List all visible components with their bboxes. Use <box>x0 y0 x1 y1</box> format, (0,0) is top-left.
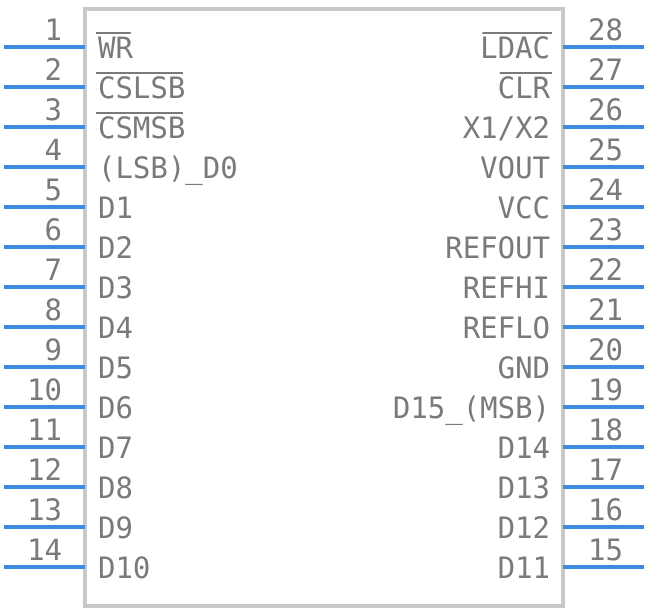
pin-label-19: D15_(MSB) <box>393 391 550 426</box>
pin-label-27: CLR <box>498 71 551 105</box>
pin-number-23: 23 <box>588 213 623 247</box>
pin-label-20: GND <box>498 351 550 385</box>
pin-number-1: 1 <box>45 13 62 47</box>
pin-number-10: 10 <box>27 373 62 407</box>
pin-number-7: 7 <box>45 253 62 287</box>
pin-label-15: D11 <box>498 551 550 585</box>
pin-number-9: 9 <box>45 333 62 367</box>
pin-number-3: 3 <box>45 93 62 127</box>
ic-body <box>83 7 565 608</box>
pin-label-26: X1/X2 <box>463 111 550 145</box>
pin-number-18: 18 <box>588 413 623 447</box>
pin-number-15: 15 <box>588 533 623 567</box>
pin-label-1: WR <box>98 31 133 65</box>
pin-number-21: 21 <box>588 293 623 327</box>
pin-label-13: D9 <box>98 511 133 545</box>
pin-number-26: 26 <box>588 93 623 127</box>
pin-label-9: D5 <box>98 351 133 385</box>
pin-number-5: 5 <box>45 173 62 207</box>
pin-label-5: D1 <box>98 191 133 225</box>
pin-label-14: D10 <box>98 551 150 585</box>
pin-label-8: D4 <box>98 311 133 345</box>
pin-number-24: 24 <box>588 173 623 207</box>
pin-number-17: 17 <box>588 453 623 487</box>
pin-label-11: D7 <box>98 431 133 465</box>
pin-number-2: 2 <box>45 53 62 87</box>
pin-label-3: CSMSB <box>98 111 185 145</box>
pin-number-20: 20 <box>588 333 623 367</box>
pin-label-2: CSLSB <box>98 71 185 105</box>
pin-number-19: 19 <box>588 373 623 407</box>
pin-label-23: REFOUT <box>445 231 550 265</box>
pin-label-12: D8 <box>98 471 133 505</box>
pin-number-6: 6 <box>45 213 62 247</box>
pin-number-28: 28 <box>588 13 623 47</box>
pin-label-28: LDAC <box>480 31 550 65</box>
pin-label-22: REFHI <box>463 271 550 305</box>
pin-label-18: D14 <box>498 431 550 465</box>
pin-label-7: D3 <box>98 271 133 305</box>
pin-label-6: D2 <box>98 231 133 265</box>
pin-label-16: D12 <box>498 511 550 545</box>
pin-number-4: 4 <box>45 133 62 167</box>
pin-label-10: D6 <box>98 391 133 425</box>
pin-number-16: 16 <box>588 493 623 527</box>
pin-label-24: VCC <box>498 191 550 225</box>
pin-label-17: D13 <box>498 471 550 505</box>
pin-number-27: 27 <box>588 53 623 87</box>
pin-number-14: 14 <box>27 533 62 567</box>
pin-label-25: VOUT <box>480 151 550 185</box>
pin-label-4: (LSB)_D0 <box>98 151 238 186</box>
pin-number-8: 8 <box>45 293 62 327</box>
pin-number-22: 22 <box>588 253 623 287</box>
pin-label-21: REFLO <box>463 311 550 345</box>
pin-number-11: 11 <box>27 413 62 447</box>
pin-number-25: 25 <box>588 133 623 167</box>
pin-number-12: 12 <box>27 453 62 487</box>
pin-number-13: 13 <box>27 493 62 527</box>
